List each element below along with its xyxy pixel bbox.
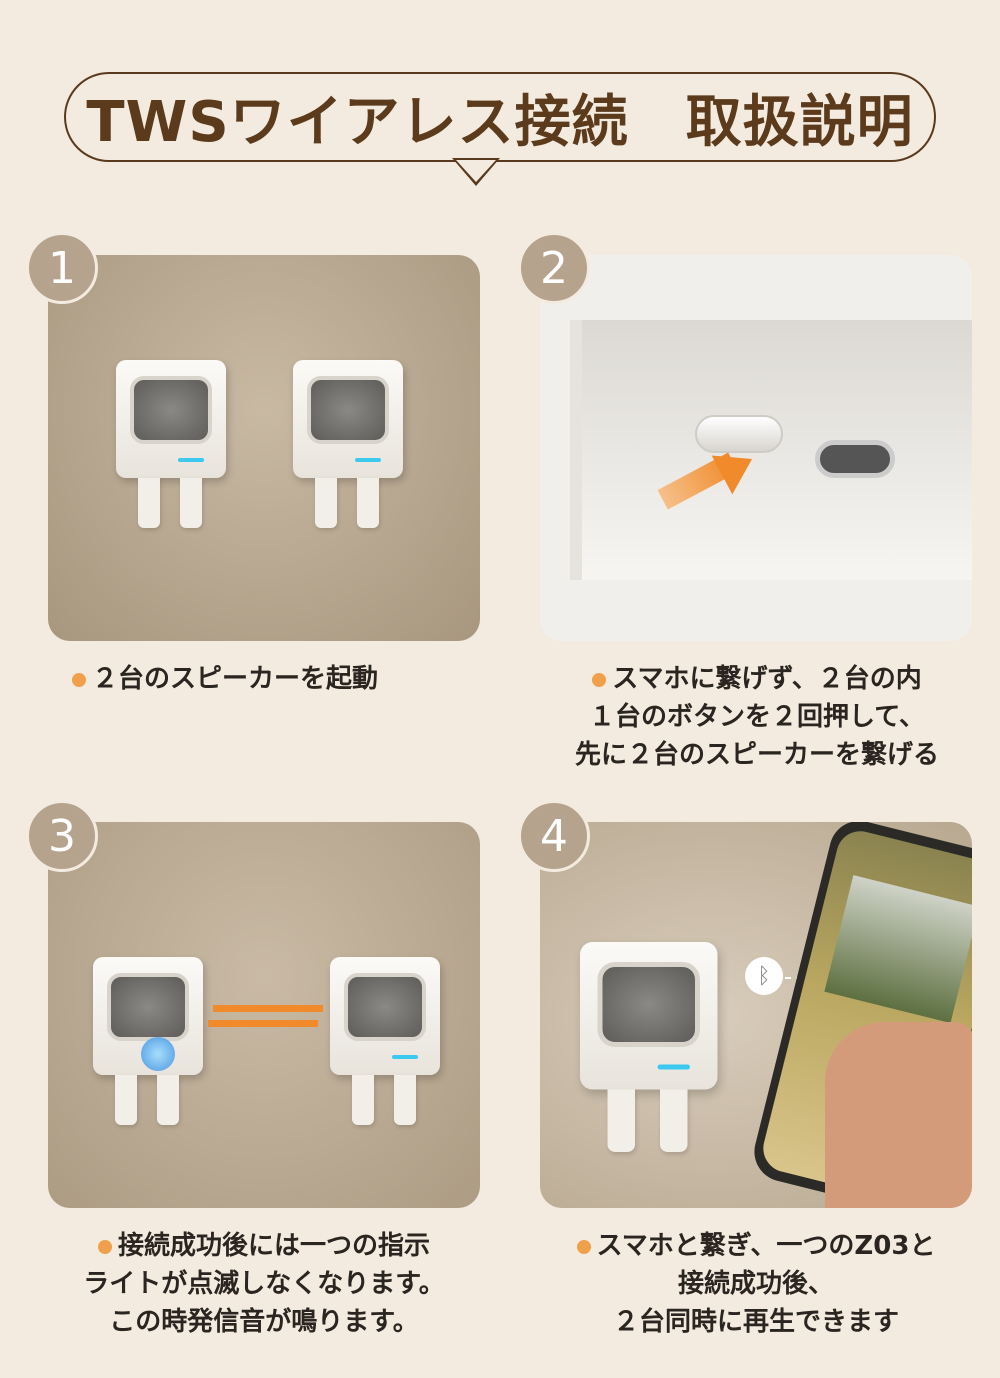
speaker-illustration xyxy=(116,360,226,530)
speaker-illustration xyxy=(293,360,403,530)
step-1-image xyxy=(48,255,480,641)
step-badge-3: 3 xyxy=(26,800,98,872)
bullet-icon xyxy=(576,1239,591,1254)
caption-line: 先に２台のスピーカーを繋げる xyxy=(574,740,939,770)
exchange-arrow-lower xyxy=(208,1020,318,1027)
hand xyxy=(825,1022,972,1208)
step-4-image: ᛒ xyxy=(540,822,972,1208)
caption-line: 接続成功後、 xyxy=(677,1269,834,1299)
speaker-illustration xyxy=(93,957,203,1127)
title-banner: TWSワイアレス接続 取扱説明 xyxy=(64,72,936,162)
bullet-icon xyxy=(72,672,86,687)
step-1-caption: ２台のスピーカーを起動 xyxy=(72,660,378,698)
pairing-button xyxy=(695,415,783,453)
caption-line: この時発信音が鳴ります。 xyxy=(109,1307,419,1337)
step-2-image xyxy=(540,255,972,641)
caption-line: スマホと繋ぎ、一つのZ03と xyxy=(596,1231,936,1261)
caption-line: ２台のスピーカーを起動 xyxy=(92,664,379,694)
caption-line: １台のボタンを２回押して、 xyxy=(589,702,925,732)
caption-line: スマホに繋げず、２台の内 xyxy=(612,664,922,694)
step-4-caption: スマホと繋ぎ、一つのZ03と 接続成功後、 ２台同時に再生できます xyxy=(540,1227,972,1341)
step-3-image xyxy=(48,822,480,1208)
bullet-icon xyxy=(97,1239,112,1254)
caption-line: ライトが点滅しなくなります。 xyxy=(83,1269,445,1299)
caption-line: 接続成功後には一つの指示 xyxy=(117,1231,430,1261)
caption-line: ２台同時に再生できます xyxy=(612,1307,899,1337)
usb-c-port xyxy=(815,440,895,478)
page-title: TWSワイアレス接続 取扱説明 xyxy=(86,89,914,155)
bullet-icon xyxy=(592,672,607,687)
down-arrow-icon-inner xyxy=(456,160,496,182)
step-badge-1: 1 xyxy=(26,232,98,304)
step-badge-2: 2 xyxy=(518,232,590,304)
speaker-illustration xyxy=(580,942,718,1155)
step-3-caption: 接続成功後には一つの指示 ライトが点滅しなくなります。 この時発信音が鳴ります。 xyxy=(48,1227,480,1341)
speaker-illustration xyxy=(330,957,440,1127)
exchange-arrows-icon xyxy=(213,1005,323,1012)
step-badge-4: 4 xyxy=(518,800,590,872)
bluetooth-icon: ᛒ xyxy=(745,957,783,995)
step-2-caption: スマホに繋げず、２台の内 １台のボタンを２回押して、 先に２台のスピーカーを繋げ… xyxy=(552,660,962,774)
